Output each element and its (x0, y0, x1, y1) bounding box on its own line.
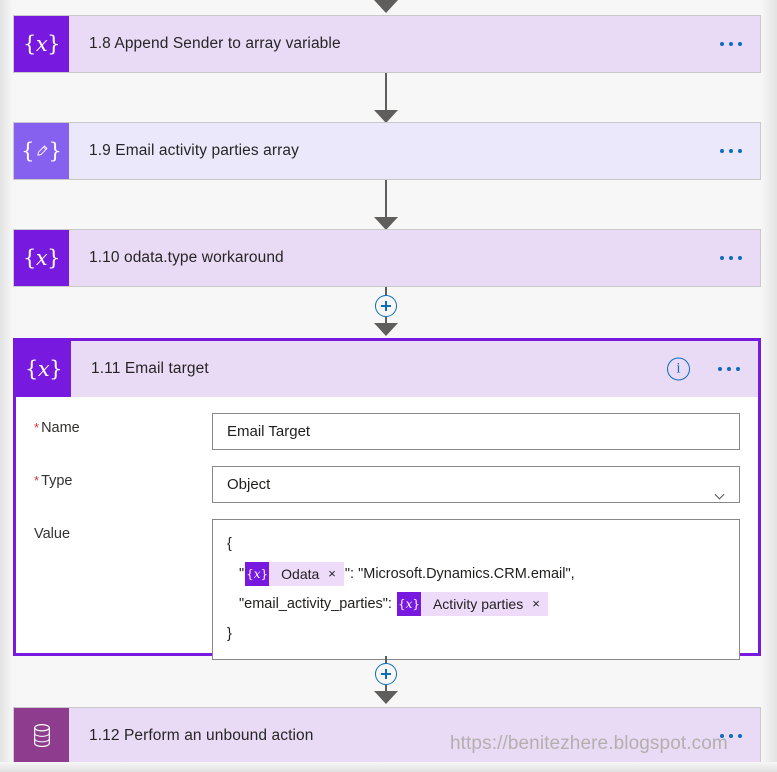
type-selected-value: Object (227, 476, 271, 493)
connector-arrow-4 (374, 691, 398, 704)
variable-braces-x-icon: {x} (14, 230, 69, 286)
flow-step-body: 1.10 odata.type workaround (69, 230, 760, 286)
close-icon[interactable]: × (532, 596, 540, 612)
chevron-down-icon[interactable] (714, 480, 725, 500)
required-asterisk-icon: * (34, 473, 40, 488)
flow-step-body: 1.12 Perform an unbound action (69, 708, 760, 764)
variable-braces-x-icon: {x} (396, 592, 421, 617)
token-chip-label: Odata (281, 566, 320, 583)
canvas-edge-left (0, 0, 13, 772)
info-icon[interactable]: i (667, 357, 690, 381)
variable-braces-x-icon: {x} (16, 341, 71, 397)
form-row-name: *Name Email Target (34, 413, 740, 450)
flow-step-card-1-11-expanded[interactable]: {x} 1.11 Email target i *Name Email Targ… (13, 338, 761, 660)
compose-braces-pencil-icon: { } (14, 123, 69, 179)
form-row-value: Value { "{x}Odata×": "Microsoft.Dynamics… (34, 519, 740, 660)
connector-arrow-2 (374, 217, 398, 230)
value-label-text: Value (34, 526, 71, 542)
variable-braces-x-icon: {x} (14, 16, 69, 72)
expanded-card-header-body: 1.11 Email target i (71, 341, 758, 397)
connector-line-3a (385, 287, 387, 301)
value-input[interactable]: { "{x}Odata×": "Microsoft.Dynamics.CRM.e… (212, 519, 740, 660)
connector-line-2 (385, 180, 387, 222)
quote-open: " (239, 566, 245, 582)
name-input[interactable]: Email Target (212, 413, 740, 450)
token-chip-odata[interactable]: {x} Odata × (245, 562, 344, 587)
flow-step-title: 1.8 Append Sender to array variable (89, 35, 341, 52)
name-field-label: *Name (34, 413, 212, 436)
value-code-line-1: "{x} Odata × ": "Microsoft.Dynamics.CRM.ema… (227, 559, 725, 589)
token-chip-label: Activity parties (432, 596, 524, 613)
watermark-text: https://benitezhere.blogspot.com (450, 733, 728, 754)
flow-step-card-1-9[interactable]: { } 1.9 Email activity parties array (13, 122, 761, 180)
flow-step-card-1-8[interactable]: {x} 1.8 Append Sender to array variable (13, 15, 761, 73)
insert-new-step-button[interactable] (375, 663, 397, 685)
connector-arrow-1 (374, 110, 398, 123)
value-line2-key: "email_activity_parties": (239, 596, 392, 612)
type-select[interactable]: Object (212, 466, 740, 503)
connector-line-1 (385, 73, 387, 115)
expanded-card-header[interactable]: {x} 1.11 Email target i (16, 341, 758, 397)
close-icon[interactable]: × (328, 566, 336, 582)
value-code-line-2: "email_activity_parties": {x} Activity pa… (227, 589, 725, 619)
flow-step-card-1-10[interactable]: {x} 1.10 odata.type workaround (13, 229, 761, 287)
value-line1-suffix: ": "Microsoft.Dynamics.CRM.email", (344, 566, 575, 582)
canvas-edge-right (761, 0, 777, 772)
flow-step-card-1-12[interactable]: 1.12 Perform an unbound action (13, 707, 761, 765)
token-chip-activity-parties[interactable]: {x} Activity parties × (396, 592, 548, 617)
more-options-icon[interactable] (720, 42, 742, 46)
flow-step-body: 1.8 Append Sender to array variable (69, 16, 760, 72)
connector-line-4a (385, 656, 387, 666)
expanded-card-form: *Name Email Target *Type Object (16, 397, 758, 686)
more-options-icon[interactable] (720, 734, 742, 738)
flow-step-title: 1.9 Email activity parties array (89, 142, 299, 159)
type-field-label: *Type (34, 466, 212, 489)
dataverse-database-icon (14, 708, 69, 764)
connector-line-4b (385, 685, 387, 693)
more-options-icon[interactable] (720, 149, 742, 153)
expanded-card-title: 1.11 Email target (91, 360, 209, 377)
type-label-text: Type (41, 473, 73, 489)
more-options-icon[interactable] (720, 256, 742, 260)
value-field-label: Value (34, 519, 212, 542)
connector-line-3b (385, 317, 387, 325)
variable-braces-x-icon: {x} (245, 562, 270, 587)
flow-step-title: 1.10 odata.type workaround (89, 249, 284, 266)
value-code-line-close: } (227, 626, 232, 642)
name-label-text: Name (41, 420, 80, 436)
connector-arrow-top (374, 0, 398, 13)
form-row-type: *Type Object (34, 466, 740, 503)
more-options-icon[interactable] (718, 367, 740, 371)
connector-arrow-3 (374, 323, 398, 336)
value-code-line-open: { (227, 536, 232, 552)
flow-step-title: 1.12 Perform an unbound action (89, 727, 314, 744)
flow-step-body: 1.9 Email activity parties array (69, 123, 760, 179)
required-asterisk-icon: * (34, 420, 40, 435)
insert-new-step-button[interactable] (375, 295, 397, 317)
